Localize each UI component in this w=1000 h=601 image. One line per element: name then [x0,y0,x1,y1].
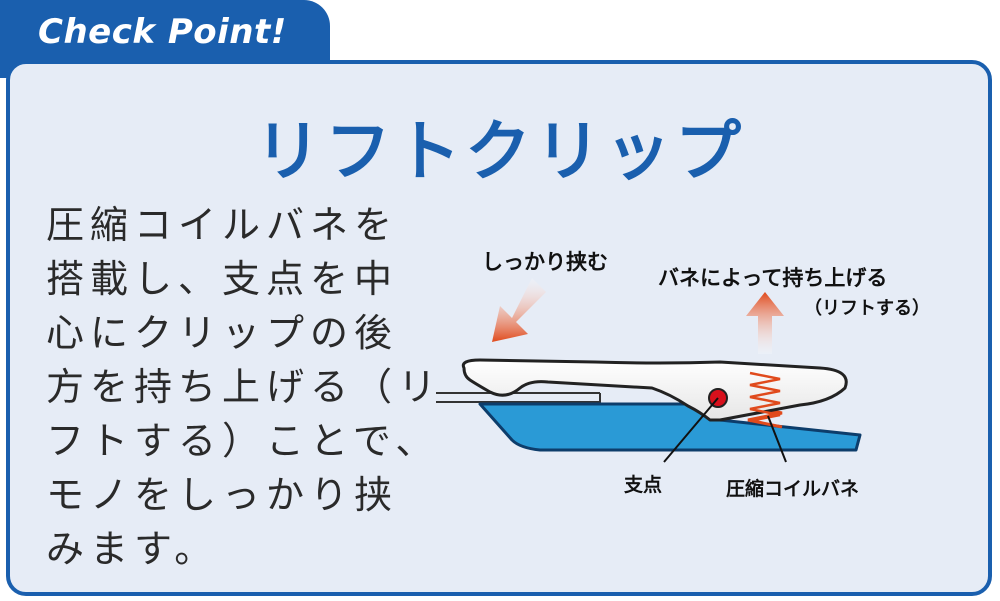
lift-arrow [746,292,784,354]
clip-base-plate [478,402,862,452]
clip-lever [461,358,848,422]
clip-illustration: しっかり挟む バネによって持ち上げる （リフトする） 支点 圧縮コイルバネ [420,180,980,580]
spring-leader [767,415,787,463]
description-line: 心にクリップの後 [46,311,399,355]
description-line: みます。 [46,527,219,571]
fulcrum-leader [663,397,719,463]
hold-label: しっかり挟む [482,250,608,274]
description-line: 方を持ち上げる（リ [46,365,443,409]
fulcrum-label: 支点 [624,474,663,496]
description-line: フトする）ことで、 [46,419,440,463]
spring-label: 圧縮コイルバネ [726,478,860,500]
description-line: モノをしっかり挟 [46,473,399,517]
content-panel [6,60,992,596]
page-title: リフトクリップ [255,113,745,190]
spring-in-lever [749,371,781,423]
description-text: 圧縮コイルバネを 搭載し、支点を中 心にクリップの後 方を持ち上げる（リ フトす… [46,198,443,576]
description-line: 搭載し、支点を中 [46,257,399,301]
description-line: 圧縮コイルバネを [46,203,399,247]
press-arrow [492,278,546,342]
clip-diagram-svg [436,278,862,463]
check-point-label: Check Point! [38,12,287,52]
lift-sublabel: （リフトする） [804,298,930,319]
lift-label: バネによって持ち上げる [658,266,888,290]
